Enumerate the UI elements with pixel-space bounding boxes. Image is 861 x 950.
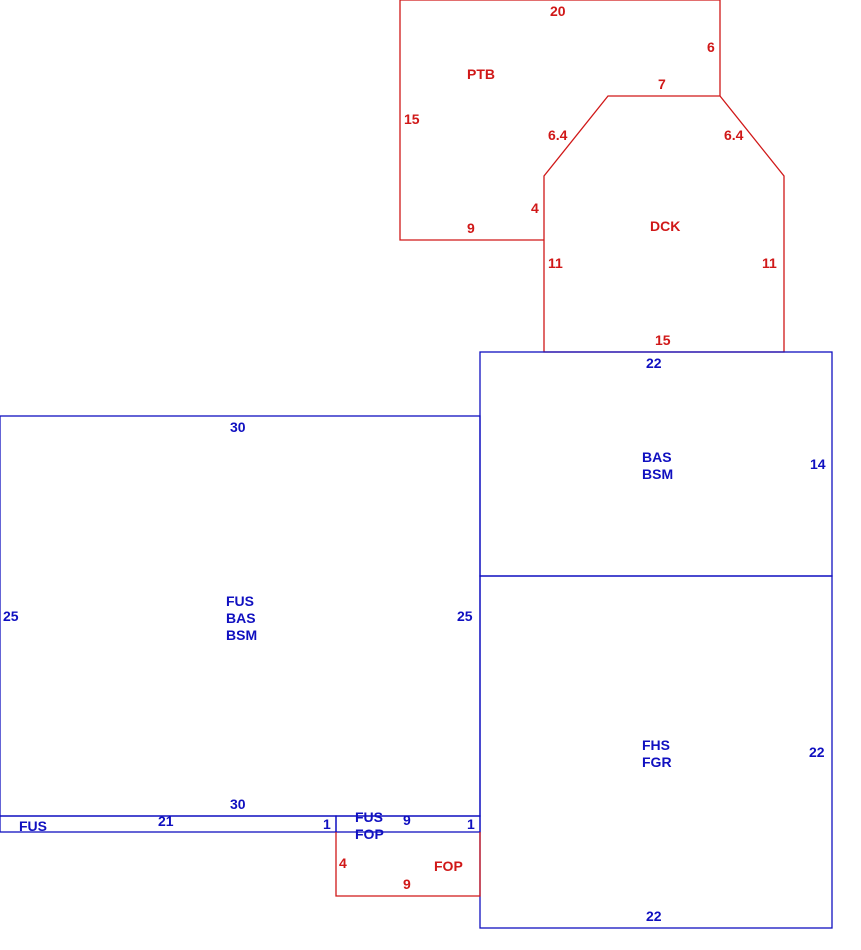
bas-bsm-label-1: BAS — [642, 449, 672, 465]
dck-left-short-dimension: 4 — [531, 200, 539, 216]
fhs-fgr-label-2: FGR — [642, 754, 672, 770]
ptb-top-dimension: 20 — [550, 3, 566, 19]
fus-strip-label: FUS — [19, 818, 47, 834]
dck-bottom-dimension: 15 — [655, 332, 671, 348]
fus-fop-strip-label-1: FUS — [355, 809, 383, 825]
dck-upper-right-dimension: 6.4 — [724, 127, 744, 143]
fop-bottom-dimension: 9 — [403, 876, 411, 892]
fus-fop-strip-length-dimension: 9 — [403, 812, 411, 828]
fus-strip-length-dimension: 21 — [158, 813, 174, 829]
area-ptb: PTB 20 6 15 9 — [399, 0, 721, 241]
fus-bas-bsm-top-dimension: 30 — [230, 419, 246, 435]
fus-bas-bsm-left-dimension: 25 — [3, 608, 19, 624]
fus-fop-strip-height-dimension: 1 — [467, 816, 475, 832]
fop-left-dimension: 4 — [339, 855, 347, 871]
ptb-outline — [399, 0, 721, 241]
area-fus-strip: FUS 21 1 — [0, 813, 337, 834]
fhs-fgr-right-dimension: 22 — [809, 744, 825, 760]
dck-upper-left-dimension: 6.4 — [548, 127, 568, 143]
fus-bas-bsm-bottom-dimension: 30 — [230, 796, 246, 812]
area-fus-bas-bsm: FUS BAS BSM 30 25 25 30 — [0, 415, 481, 817]
bas-bsm-right-dimension: 14 — [810, 456, 826, 472]
fop-outline — [335, 832, 481, 897]
fus-fop-strip-outline — [335, 815, 481, 833]
area-bas-bsm: BAS BSM 22 14 — [479, 351, 833, 577]
fus-bas-bsm-label-2: BAS — [226, 610, 256, 626]
fhs-fgr-label-1: FHS — [642, 737, 670, 753]
area-fus-fop-strip: FUS FOP 9 1 — [335, 809, 481, 842]
dck-label: DCK — [650, 218, 680, 234]
fus-bas-bsm-label-3: BSM — [226, 627, 257, 643]
bas-bsm-top-dimension: 22 — [646, 355, 662, 371]
bas-bsm-label-2: BSM — [642, 466, 673, 482]
fop-label: FOP — [434, 858, 463, 874]
ptb-right-dimension: 6 — [707, 39, 715, 55]
fus-bas-bsm-label-1: FUS — [226, 593, 254, 609]
ptb-label: PTB — [467, 66, 495, 82]
area-dck: DCK 7 6.4 6.4 4 11 11 15 — [531, 76, 785, 353]
area-fhs-fgr: FHS FGR 22 22 — [479, 575, 833, 929]
fhs-fgr-outline — [479, 575, 833, 929]
fus-bas-bsm-right-dimension: 25 — [457, 608, 473, 624]
dck-left-dimension: 11 — [548, 255, 563, 271]
area-fop: FOP 4 9 — [335, 832, 481, 897]
ptb-left-dimension: 15 — [404, 111, 420, 127]
fus-fop-strip-label-2: FOP — [355, 826, 384, 842]
fus-strip-height-dimension: 1 — [323, 816, 331, 832]
dck-top-dimension: 7 — [658, 76, 666, 92]
dck-right-dimension: 11 — [762, 255, 777, 271]
ptb-bottom-dimension: 9 — [467, 220, 475, 236]
fhs-fgr-bottom-dimension: 22 — [646, 908, 662, 924]
